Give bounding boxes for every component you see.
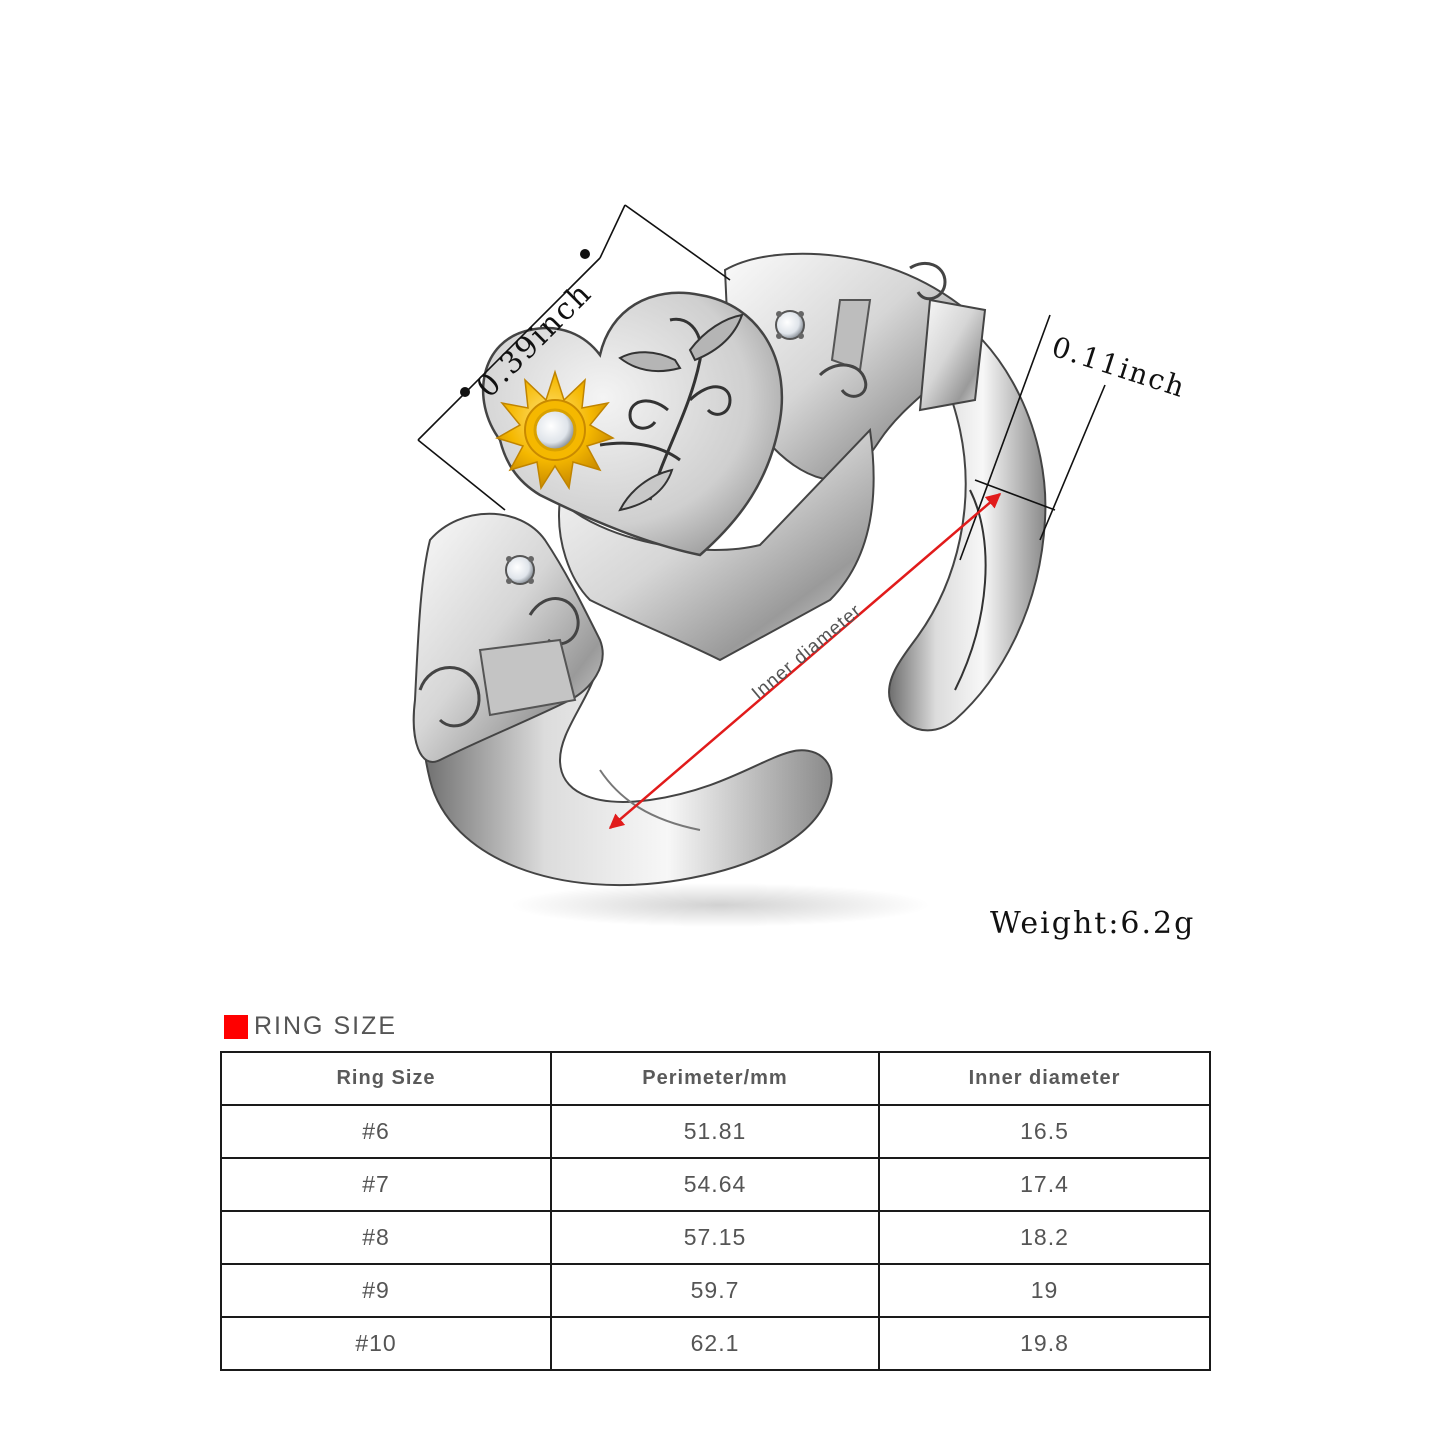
ring-size-title: RING SIZE <box>254 1012 398 1040</box>
cell-size: #8 <box>220 1210 552 1265</box>
ring-size-table: Ring Size Perimeter/mm Inner diameter #6… <box>220 1051 1211 1371</box>
table-row: #6 51.81 16.5 <box>220 1104 1211 1159</box>
cell-size: #7 <box>220 1157 552 1212</box>
cell-perimeter: 54.64 <box>550 1157 880 1212</box>
header-perimeter: Perimeter/mm <box>550 1051 880 1106</box>
table-row: #8 57.15 18.2 <box>220 1210 1211 1265</box>
table-row: #10 62.1 19.8 <box>220 1316 1211 1371</box>
cell-size: #6 <box>220 1104 552 1159</box>
ring-size-heading: RING SIZE <box>224 1012 397 1041</box>
sunflower-icon <box>495 369 615 491</box>
gem-right-icon <box>775 310 805 340</box>
cell-inner-diameter: 19 <box>878 1263 1211 1318</box>
table-header-row: Ring Size Perimeter/mm Inner diameter <box>220 1051 1211 1106</box>
red-square-marker-icon <box>224 1014 248 1039</box>
cell-inner-diameter: 19.8 <box>878 1316 1211 1371</box>
width-dimension-lines <box>417 204 731 511</box>
header-ring-size: Ring Size <box>220 1051 552 1106</box>
header-inner-diameter: Inner diameter <box>878 1051 1211 1106</box>
cell-inner-diameter: 17.4 <box>878 1157 1211 1212</box>
cell-inner-diameter: 16.5 <box>878 1104 1211 1159</box>
weight-label: Weight:6.2g <box>990 906 1196 941</box>
table-row: #7 54.64 17.4 <box>220 1157 1211 1212</box>
inner-diameter-arrow <box>608 493 1002 829</box>
cell-perimeter: 62.1 <box>550 1316 880 1371</box>
cell-inner-diameter: 18.2 <box>878 1210 1211 1265</box>
ring-illustration <box>412 204 1106 927</box>
cell-size: #10 <box>220 1316 552 1371</box>
table-row: #9 59.7 19 <box>220 1263 1211 1318</box>
cell-size: #9 <box>220 1263 552 1318</box>
gem-left-icon <box>505 555 535 585</box>
cell-perimeter: 51.81 <box>550 1104 880 1159</box>
product-figure: 0.39inch 0.11inch Inner diameter Weight:… <box>412 204 1196 941</box>
cell-perimeter: 57.15 <box>550 1210 880 1265</box>
cell-perimeter: 59.7 <box>550 1263 880 1318</box>
